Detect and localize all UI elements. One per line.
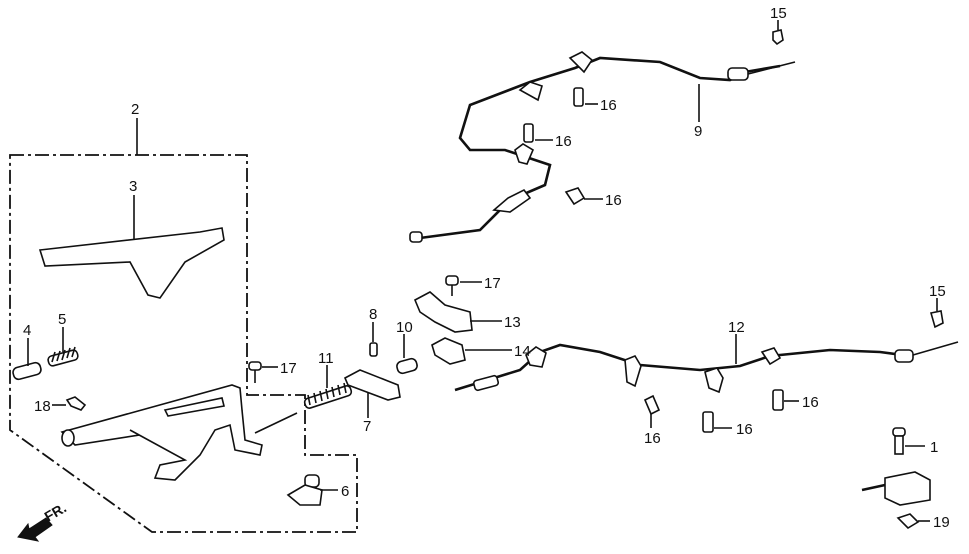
callout-1: 1 bbox=[930, 439, 938, 456]
bolt-16-c bbox=[564, 187, 603, 206]
pin-8 bbox=[369, 322, 378, 357]
assembly-boundary bbox=[9, 154, 358, 533]
callout-16-a: 16 bbox=[600, 97, 617, 114]
callout-10: 10 bbox=[396, 319, 413, 336]
spring-11 bbox=[303, 365, 353, 409]
callout-14: 14 bbox=[514, 343, 531, 360]
adjuster-nut-6 bbox=[286, 474, 338, 506]
callout-17-left: 17 bbox=[280, 360, 297, 377]
bolt-17-left bbox=[248, 361, 278, 383]
clip-15-right bbox=[929, 298, 944, 329]
callout-9: 9 bbox=[694, 123, 702, 140]
callout-19: 19 bbox=[933, 514, 950, 531]
clip-19 bbox=[896, 513, 930, 530]
cable-12 bbox=[454, 334, 959, 394]
equalizer-7 bbox=[343, 369, 401, 418]
callout-16-c: 16 bbox=[605, 192, 622, 209]
callout-15-top: 15 bbox=[770, 5, 787, 22]
callout-16-e: 16 bbox=[736, 421, 753, 438]
clip-15-top bbox=[772, 20, 784, 46]
cable-end-bracket bbox=[861, 471, 931, 506]
callout-15-right: 15 bbox=[929, 283, 946, 300]
callout-5: 5 bbox=[58, 311, 66, 328]
callout-17-right: 17 bbox=[484, 275, 501, 292]
clamp-13 bbox=[413, 291, 502, 333]
callout-16-f: 16 bbox=[802, 394, 819, 411]
bolt-16-d bbox=[643, 394, 661, 428]
callout-16-d: 16 bbox=[644, 430, 661, 447]
callout-18: 18 bbox=[34, 398, 51, 415]
bushing-10 bbox=[396, 334, 418, 375]
callout-2: 2 bbox=[131, 101, 139, 118]
bolt-17-right bbox=[445, 275, 482, 296]
lever-body bbox=[60, 384, 298, 481]
bolt-18 bbox=[52, 396, 87, 411]
bolt-16-f bbox=[772, 389, 799, 411]
callout-12: 12 bbox=[728, 319, 745, 336]
bolt-16-b bbox=[523, 123, 553, 143]
callout-3: 3 bbox=[129, 178, 137, 195]
callout-4: 4 bbox=[23, 322, 31, 339]
spring-5 bbox=[47, 327, 79, 367]
bolt-16-e bbox=[702, 411, 732, 433]
cable-9 bbox=[409, 51, 796, 243]
callout-7: 7 bbox=[363, 418, 371, 435]
callout-13: 13 bbox=[504, 314, 521, 331]
lever-grip bbox=[38, 195, 225, 299]
callout-16-b: 16 bbox=[555, 133, 572, 150]
clamp-14 bbox=[431, 337, 512, 365]
bolt-16-a bbox=[573, 87, 598, 107]
callout-11: 11 bbox=[318, 350, 334, 367]
callout-8: 8 bbox=[369, 306, 377, 323]
callout-6: 6 bbox=[341, 483, 349, 500]
pin-4 bbox=[12, 338, 42, 381]
bolt-1 bbox=[892, 427, 925, 455]
front-arrow-icon bbox=[17, 517, 53, 542]
